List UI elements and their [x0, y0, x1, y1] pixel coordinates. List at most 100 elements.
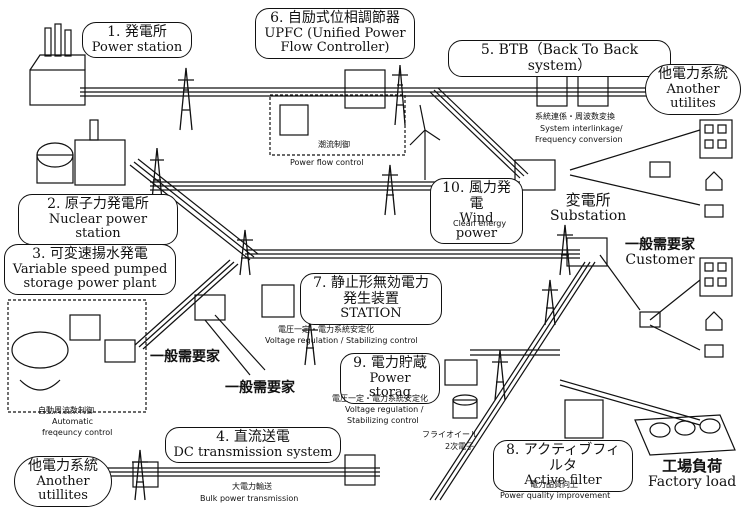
- storage-caption-en-1: Voltage regulation /: [345, 405, 424, 414]
- bulk-caption-en: Bulk power transmission: [200, 494, 299, 503]
- middle-transmission-line: [245, 249, 580, 259]
- customer-line-top: [569, 129, 701, 171]
- converter-box-icon: [104, 339, 136, 363]
- turbine-blades-icon: [19, 379, 61, 391]
- wind-jp: 10. 風力発電: [442, 180, 511, 212]
- wind-caption: Clean energy: [453, 219, 507, 228]
- active-filter-label: 8. アクティブフィルタ Active filter: [493, 440, 633, 492]
- btb-caption-en-1: System interlinkage/: [540, 124, 623, 133]
- substation-en: Substation: [550, 207, 627, 224]
- pumped-jp: 3. 可変速揚水発電: [32, 246, 148, 262]
- substation-down-line: [429, 261, 596, 501]
- pumped-storage-label: 3. 可変速揚水発電 Variable speed pumped storage…: [4, 244, 176, 295]
- afc-caption-jp: 自動周波数制御: [38, 406, 94, 415]
- pumped-en-2: storage power plant: [23, 276, 157, 292]
- pq-caption-en: Power quality improvement: [500, 491, 611, 500]
- converter-box-icon: [279, 104, 309, 136]
- another-utilities-top: 他電力系統 Another utilites: [645, 64, 741, 115]
- another-top-jp: 他電力系統: [658, 66, 728, 82]
- factory-feed: [559, 379, 701, 421]
- service-box-icon: [639, 311, 661, 328]
- substation-box-icon: [566, 237, 608, 267]
- upfc-en-2: Flow Controller): [280, 40, 390, 56]
- power-station-jp: 1. 発電所: [107, 24, 167, 40]
- upfc-label: 6. 自励式位相調節器 UPFC (Unified Power Flow Con…: [255, 8, 415, 59]
- storage-caption-jp: 電圧一定・電力系統安定化: [332, 394, 428, 403]
- static-var-label: 7. 静止形無効電力 発生装置 STATION: [300, 273, 442, 325]
- nuclear-label: 2. 原子力発電所 Nuclear power station: [18, 194, 178, 245]
- customer-feed-2: [214, 314, 266, 371]
- factory-feed2: [559, 384, 701, 426]
- converter-box-icon: [69, 314, 101, 341]
- upfc-frame: [269, 94, 406, 156]
- another-utilities-bottom: 他電力系統 Another utillites: [14, 456, 112, 507]
- power-station-icon: [29, 23, 86, 106]
- another-bottom-en-1: Another: [36, 473, 90, 489]
- pumped-en-1: Variable speed pumped: [12, 261, 168, 277]
- factory-en: Factory load: [648, 473, 737, 490]
- consumer-label-2: 一般需要家: [225, 380, 295, 396]
- btb-caption-jp: 系統連係・周波数変換: [535, 112, 615, 121]
- converter-box-icon: [344, 69, 386, 109]
- storage-en: Power storag: [368, 370, 411, 401]
- svc-jp-2: 発生装置: [343, 290, 399, 307]
- wind-en: Wind power: [455, 211, 498, 241]
- flywheel-icon: [452, 399, 478, 419]
- pump-turbine-icon: [11, 331, 69, 369]
- factory-label: 工場負荷 Factory load: [648, 458, 736, 490]
- storage-caption-en-2: Stabilizing control: [347, 416, 419, 425]
- factory-machine-icon: [634, 414, 736, 456]
- customer-line-mid3: [649, 324, 701, 351]
- active-filter-unit-icon: [564, 399, 604, 439]
- service-box-icon: [649, 161, 671, 178]
- upfc-caption-en: Power flow control: [290, 158, 364, 167]
- power-station-en: Power station: [91, 39, 183, 55]
- nuclear-en: Nuclear power station: [48, 211, 148, 242]
- svc-caption-jp: 電圧一定・電力系統安定化: [278, 325, 374, 334]
- power-station-label: 1. 発電所 Power station: [82, 22, 192, 59]
- storage-label: 9. 電力貯蔵 Power storag: [340, 353, 440, 404]
- btb-label: 5. BTB（Back To Back system）: [448, 40, 671, 78]
- svc-en: STATION: [340, 306, 402, 322]
- customer-en: Customer: [625, 252, 695, 269]
- diagonal-line-to-substation: [429, 87, 529, 179]
- phone-icon: [704, 204, 724, 358]
- dc-converter-icon: [344, 454, 376, 486]
- flywheel-caption-1: フライオイール: [422, 430, 478, 439]
- storage-jp: 9. 電力貯蔵: [353, 355, 427, 371]
- flywheel-caption-2: 2次電子: [445, 442, 475, 451]
- substation-box-icon: [514, 159, 556, 191]
- consumer-label-1: 一般需要家: [150, 349, 220, 365]
- svc-unit-icon: [261, 284, 295, 318]
- dc-en: DC transmission system: [173, 444, 333, 460]
- storage-converter-icon: [444, 359, 478, 386]
- customer-feed-1: [204, 319, 251, 376]
- pumped-line: [134, 259, 239, 350]
- customer-line-top2: [569, 174, 701, 206]
- wind-label: 10. 風力発電 Wind power: [430, 178, 523, 245]
- nuclear-jp: 2. 原子力発電所: [47, 196, 149, 212]
- upfc-en-1: UPFC (Unified Power: [264, 25, 406, 41]
- pumped-storage-frame: [7, 299, 147, 413]
- distribution-box-icon: [194, 294, 226, 321]
- bulk-caption-jp: 大電力輸送: [232, 482, 272, 491]
- upfc-jp: 6. 自励式位相調節器: [270, 10, 400, 26]
- upfc-caption-jp: 潮流制御: [318, 140, 350, 149]
- afc-caption-en-2: freqeuncy control: [42, 428, 113, 437]
- customer-line-mid2: [649, 279, 701, 321]
- building-icon: [699, 119, 733, 297]
- pq-caption-jp: 電力品質向上: [530, 480, 578, 489]
- another-top-en-2: utilites: [670, 96, 716, 112]
- svc-caption-en: Voltage regulation / Stabilizing control: [265, 336, 418, 345]
- svc-jp-1: 7. 静止形無効電力: [313, 275, 429, 291]
- dc-line: [100, 467, 380, 477]
- substation-label: 変電所 Substation: [550, 192, 626, 224]
- active-filter-jp: 8. アクティブフィルタ: [506, 442, 620, 474]
- another-top-en-1: Another: [666, 81, 720, 97]
- active-filter-en: Active filter: [524, 473, 602, 489]
- another-bottom-en-2: utillites: [38, 488, 88, 504]
- factory-jp: 工場負荷: [662, 457, 723, 475]
- btb-caption-en-2: Frequency conversion: [535, 135, 623, 144]
- customer-label: 一般需要家 Customer: [625, 237, 695, 269]
